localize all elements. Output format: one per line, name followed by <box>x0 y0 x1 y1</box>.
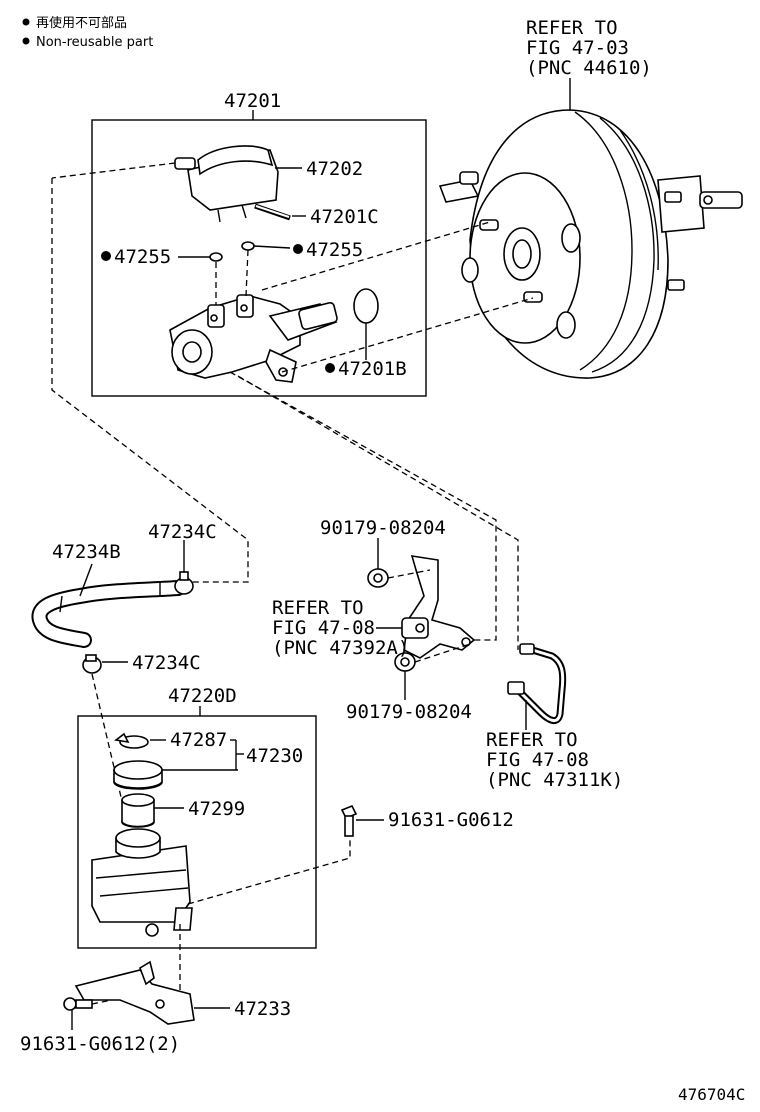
label-90179-bottom: 90179-08204 <box>346 701 472 723</box>
strainer-47299 <box>121 793 155 828</box>
label-91631-right: 91631-G0612 <box>388 809 514 831</box>
hose-47234B <box>31 580 186 648</box>
grommet-left <box>209 252 223 262</box>
non-reusable-bullet-icon <box>325 363 335 373</box>
label-47234C-top: 47234C <box>148 521 217 543</box>
refer-tube-line-2: FIG 47-08 <box>486 749 589 771</box>
refer-bracket-line-2: FIG 47-08 <box>272 617 375 639</box>
non-reusable-bullet-icon <box>293 244 303 254</box>
non-reusable-bullet-icon <box>22 18 30 26</box>
assembly-box-47220D <box>77 715 317 949</box>
master-cylinder-body <box>169 294 338 383</box>
bracket-47392A <box>401 555 476 659</box>
o-ring-47201B <box>353 288 379 324</box>
refer-bracket-line-3: (PNC 47392A) <box>272 637 409 659</box>
label-47230: 47230 <box>246 745 303 767</box>
assembly-box-47201 <box>91 119 427 397</box>
non-reusable-bullet-icon <box>22 37 30 45</box>
brake-booster <box>438 109 743 379</box>
brake-tube-47311K <box>507 643 567 724</box>
label-47201: 47201 <box>224 90 281 112</box>
clamp-47234C-bottom <box>82 654 102 674</box>
cap-47230 <box>113 760 163 790</box>
label-47233: 47233 <box>234 998 291 1020</box>
grommet-right <box>241 241 255 251</box>
refer-tube-line-3: (PNC 47311K) <box>486 769 623 791</box>
nut-90179-top <box>367 568 389 588</box>
bolt-91631-right <box>340 804 358 837</box>
legend-line-japanese: 再使用不可部品 <box>36 15 127 31</box>
nut-90179-bottom <box>394 652 416 672</box>
pin-47201C <box>254 203 291 221</box>
label-47234C-bottom: 47234C <box>132 652 201 674</box>
label-90179-top: 90179-08204 <box>320 517 446 539</box>
label-47201B: 47201B <box>338 358 407 380</box>
label-91631-bottom: 91631-G0612(2) <box>20 1033 180 1055</box>
gasket-47287 <box>114 732 149 749</box>
bracket-47233 <box>74 960 195 1025</box>
label-47255-left: 47255 <box>114 246 171 268</box>
refer-booster-line-1: REFER TO <box>526 17 618 39</box>
label-47255-right: 47255 <box>306 239 363 261</box>
non-reusable-bullet-icon <box>101 251 111 261</box>
label-47201C: 47201C <box>310 206 379 228</box>
clamp-47234C-top <box>174 571 194 595</box>
legend: 再使用不可部品 Non-reusable part <box>22 15 153 50</box>
label-47220D: 47220D <box>168 685 237 707</box>
label-47299: 47299 <box>188 798 245 820</box>
refer-booster-line-3: (PNC 44610) <box>526 57 652 79</box>
brake-reservoir <box>91 828 193 937</box>
label-47202: 47202 <box>306 158 363 180</box>
label-47234B: 47234B <box>52 541 121 563</box>
reservoir-tank-47202 <box>174 145 279 223</box>
figure-id: 476704C <box>678 1085 745 1104</box>
refer-bracket-line-1: REFER TO <box>272 597 364 619</box>
bolt-91631-bottom <box>63 997 93 1011</box>
legend-line-english: Non-reusable part <box>36 35 153 50</box>
label-47287: 47287 <box>170 729 227 751</box>
refer-booster-line-2: FIG 47-03 <box>526 37 629 59</box>
refer-tube-line-1: REFER TO <box>486 729 578 751</box>
